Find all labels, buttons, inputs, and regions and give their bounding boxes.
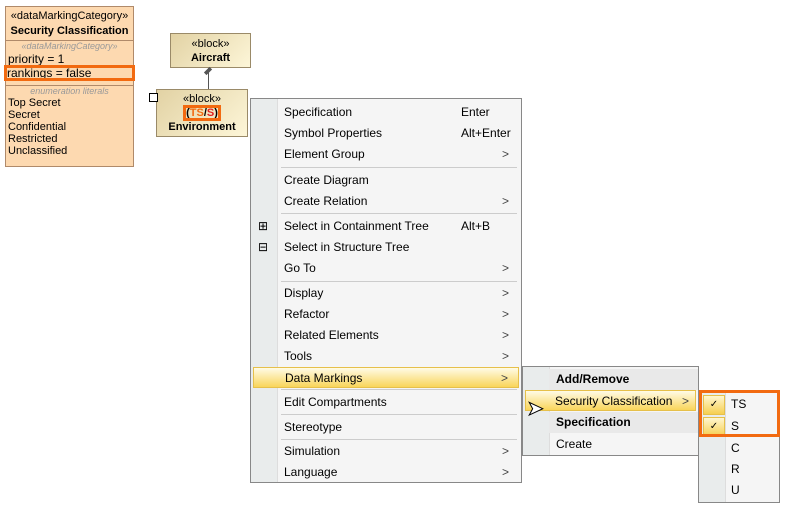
menu-item-data-markings[interactable]: Data Markings> (253, 367, 519, 388)
literal: Unclassified (8, 145, 68, 157)
environment-name: Environment (168, 121, 236, 133)
structure-tree-icon: ⊟ (258, 240, 269, 254)
tag-label: «dataMarkingCategory» (21, 41, 118, 51)
aircraft-block[interactable]: «block» Aircraft (170, 33, 251, 68)
literal: Confidential (8, 121, 67, 133)
compartment-handle-icon[interactable] (149, 93, 158, 102)
literal: Restricted (8, 133, 58, 145)
menu-item-security-classification[interactable]: Security Classification> (525, 390, 696, 411)
environment-block[interactable]: «block» (TS/S) Environment (156, 89, 248, 137)
menu-item-stereotype[interactable]: Stereotype (284, 420, 343, 434)
rankings-value: rankings = false (4, 65, 135, 81)
security-classification-element[interactable]: «dataMarkingCategory» Security Classifica… (4, 6, 135, 167)
data-markings-submenu: Add/Remove Security Classification> Spec… (522, 366, 699, 456)
composition-line (208, 68, 209, 90)
menu-item-simulation[interactable]: Simulation> (284, 444, 509, 458)
menu-item-display[interactable]: Display> (284, 286, 509, 300)
menu-item-refactor[interactable]: Refactor> (284, 307, 509, 321)
literals-label: enumeration literals (30, 86, 109, 96)
menu-item-tools[interactable]: Tools> (284, 349, 509, 363)
environment-stereotype: «block» (183, 93, 221, 105)
add-remove-header: Add/Remove (549, 369, 698, 390)
level-u[interactable]: U (731, 483, 740, 497)
category-stereotype: «dataMarkingCategory» (10, 10, 129, 22)
level-c[interactable]: C (731, 441, 740, 455)
menu-item-related-elements[interactable]: Related Elements> (284, 328, 509, 342)
menu-item-create-relation[interactable]: Create Relation> (284, 194, 509, 208)
menu-item-element-group[interactable]: Element Group> (284, 147, 509, 161)
menu-item-select-structure-tree[interactable]: Select in Structure Tree (284, 240, 410, 254)
marking-label: (TS/S) (183, 105, 221, 121)
literal: Secret (8, 109, 40, 121)
checked-levels-highlight (699, 390, 780, 437)
menu-item-go-to[interactable]: Go To> (284, 261, 509, 275)
mouse-cursor-icon: ➤ (527, 398, 545, 421)
level-ts[interactable]: TS (731, 397, 747, 411)
literal: Top Secret (8, 97, 61, 109)
priority-value: priority = 1 (8, 52, 65, 66)
level-r[interactable]: R (731, 462, 740, 476)
menu-item-edit-compartments[interactable]: Edit Compartments (284, 395, 387, 409)
check-icon: ✓ (703, 395, 725, 415)
menu-item-create-diagram[interactable]: Create Diagram (284, 173, 369, 187)
menu-item-language[interactable]: Language> (284, 465, 509, 479)
security-levels-submenu: ✓ TS ✓ S C R U (698, 390, 780, 503)
specification-header: Specification (549, 412, 698, 433)
menu-item-create[interactable]: Create (556, 437, 593, 451)
aircraft-stereotype: «block» (191, 38, 230, 50)
level-s[interactable]: S (731, 419, 740, 433)
containment-tree-icon: ⊞ (258, 219, 269, 233)
category-name: Security Classification (10, 25, 129, 37)
aircraft-name: Aircraft (190, 52, 231, 64)
